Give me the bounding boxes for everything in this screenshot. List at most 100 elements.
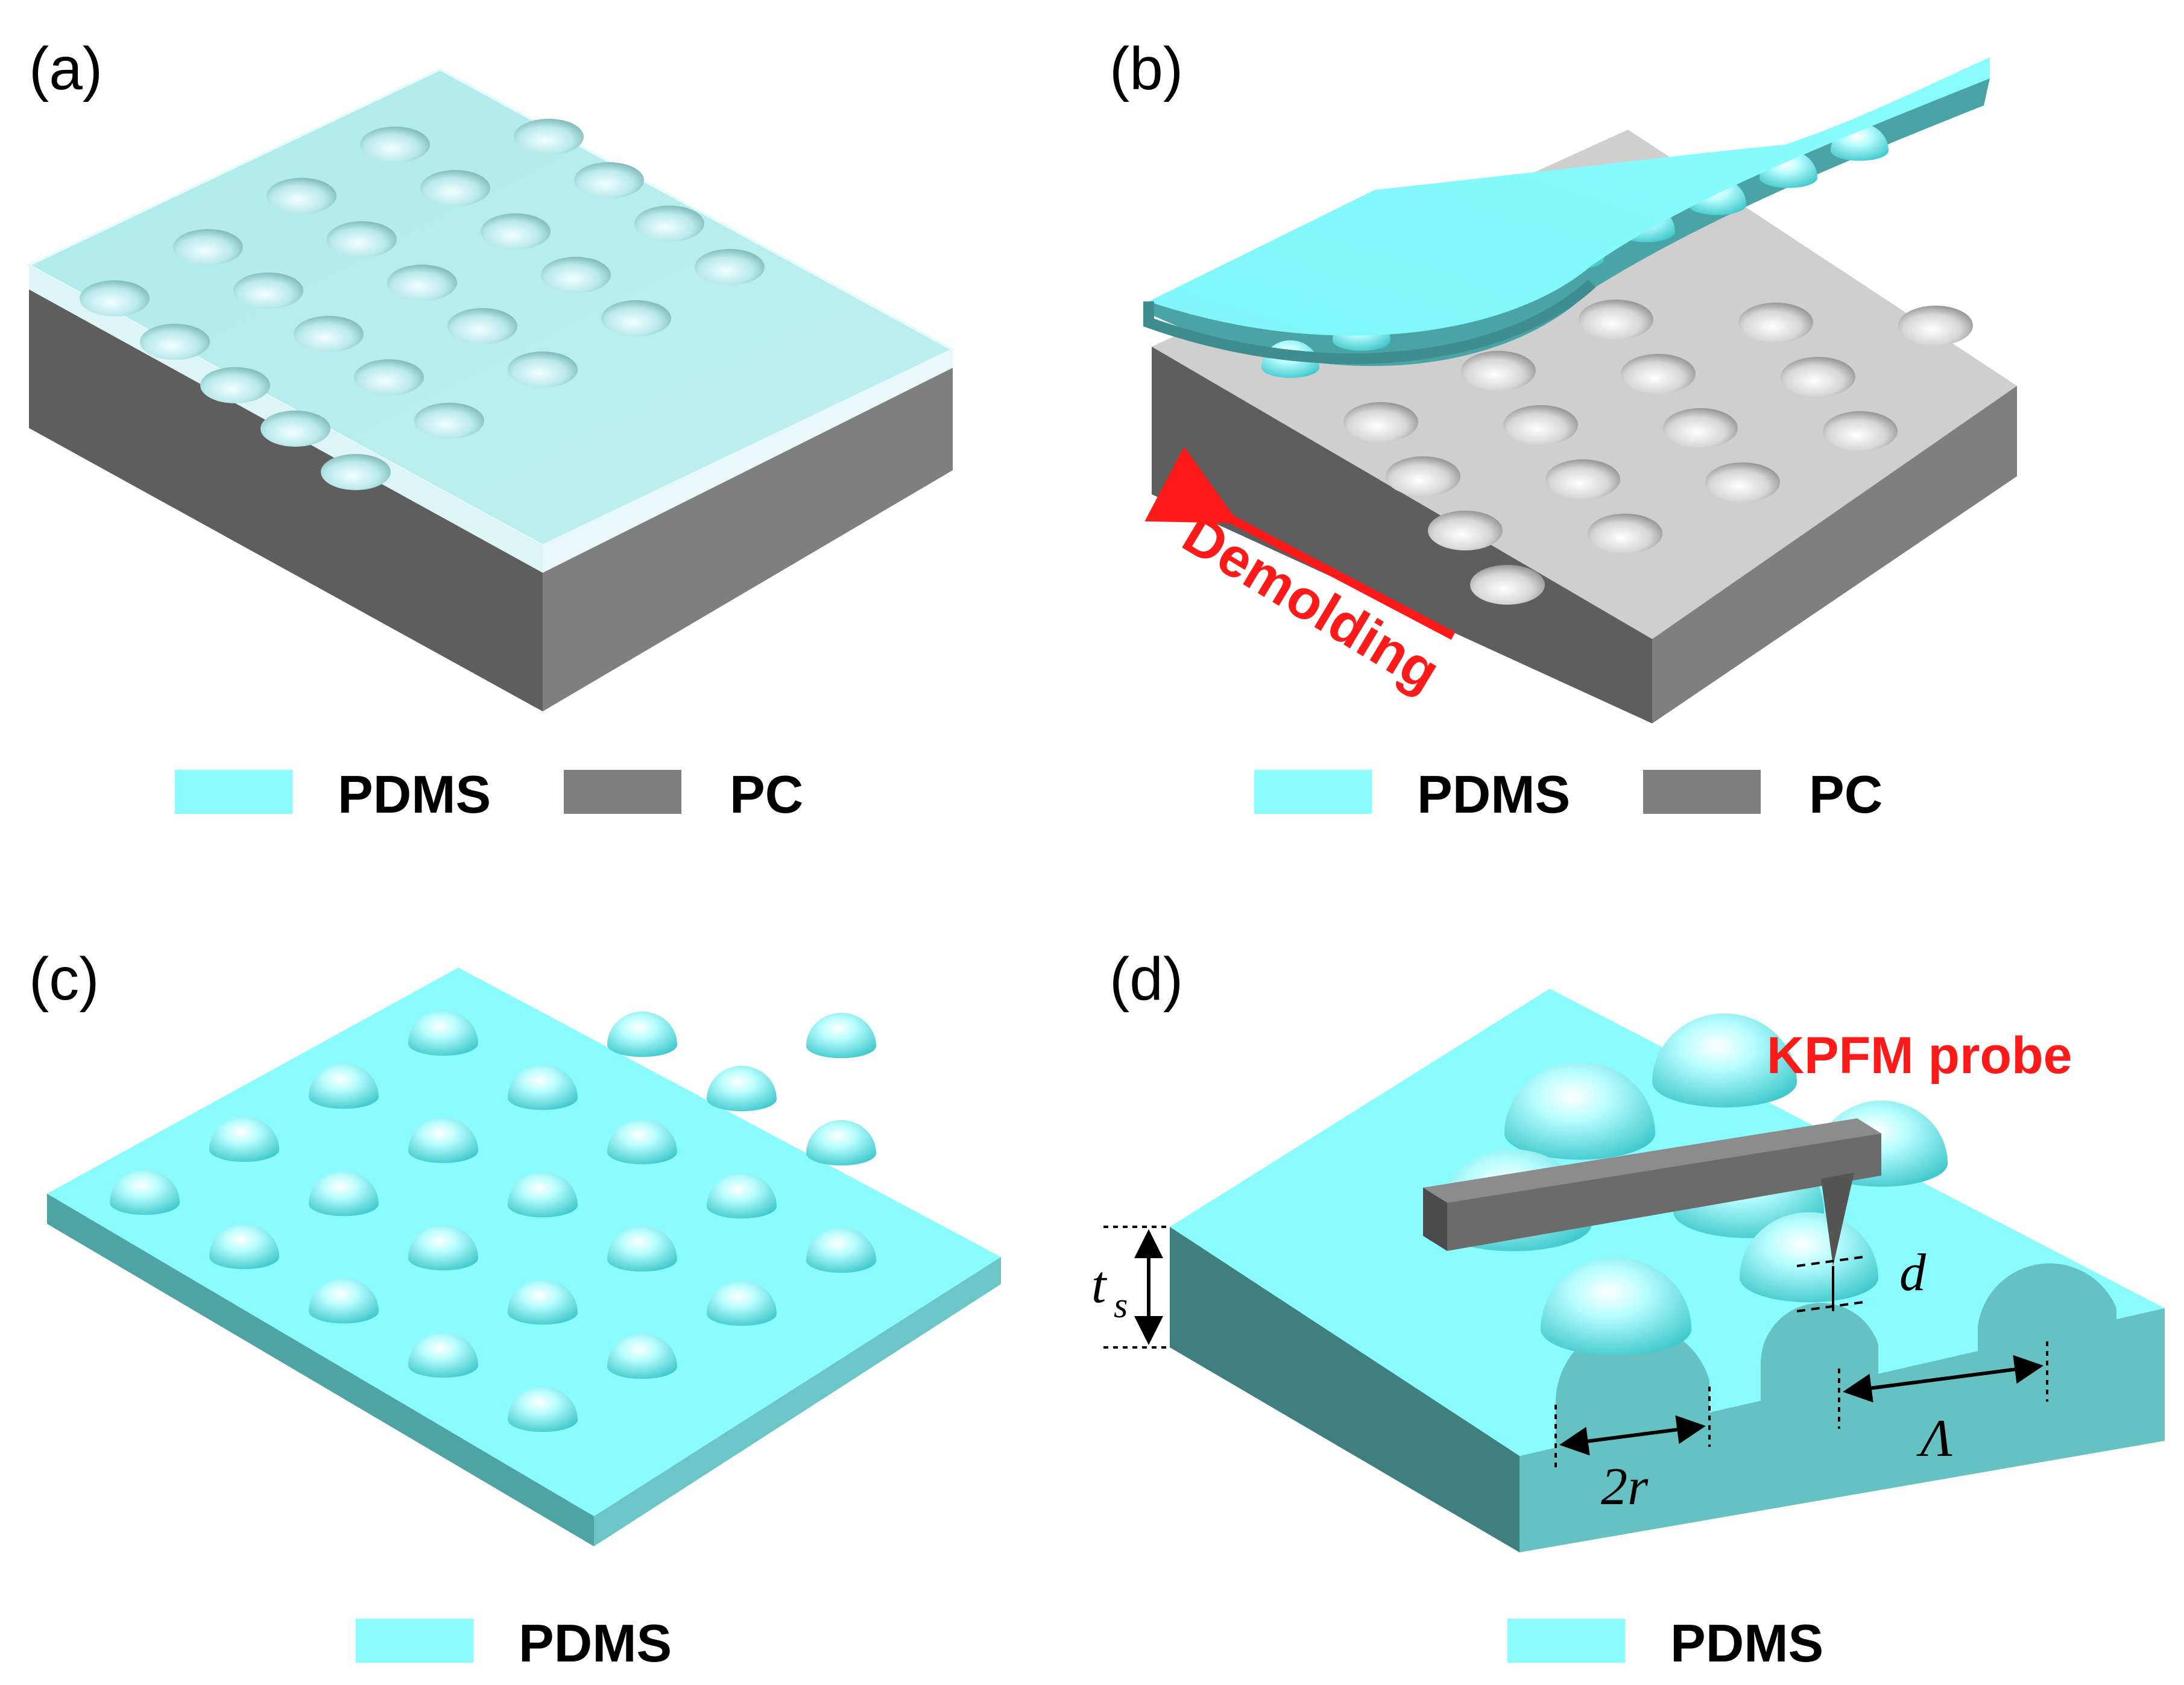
pc-block-left-face xyxy=(1152,347,1652,723)
panel-b: (b) Demolding PDMS PC xyxy=(1109,35,2017,824)
dome xyxy=(309,1170,379,1217)
dome xyxy=(806,1012,876,1059)
dimple xyxy=(1386,456,1460,496)
dimple xyxy=(387,265,457,301)
dimple xyxy=(1823,411,1898,451)
pc-block-right-face xyxy=(543,368,953,711)
dimple xyxy=(1781,357,1855,397)
legend-swatch-pc-a xyxy=(564,770,681,814)
panel-d: (d) KPFM probe t s d 2r Λ xyxy=(1091,945,2165,1673)
cantilever-front xyxy=(1447,1133,1881,1251)
dome xyxy=(408,1224,478,1271)
dome xyxy=(607,1011,677,1057)
dimple xyxy=(260,411,330,447)
dimple xyxy=(354,359,424,395)
legend-swatch-pc-b xyxy=(1643,770,1761,814)
legend-label-pdms-c: PDMS xyxy=(519,1613,672,1673)
pdms-slab-right-face xyxy=(594,1257,1001,1546)
dome xyxy=(607,1118,677,1165)
dimple xyxy=(1588,514,1662,553)
legend-label-pc-a: PC xyxy=(730,764,803,824)
dome xyxy=(1504,1062,1655,1160)
dimple xyxy=(200,367,270,403)
dimple xyxy=(541,257,611,293)
dome xyxy=(1541,1258,1691,1356)
dimple xyxy=(1470,565,1545,605)
pdms-film-underside xyxy=(1149,78,1990,367)
dome xyxy=(508,1386,578,1432)
cantilever-top xyxy=(1423,1118,1881,1203)
dimple xyxy=(294,316,364,352)
period-dim-arrow xyxy=(1843,1355,2044,1403)
legend-swatch-pdms-a xyxy=(175,770,292,814)
pdms-slab-top xyxy=(47,968,1001,1516)
dome xyxy=(209,1223,279,1270)
dome xyxy=(408,1332,478,1378)
pc-block-left-face xyxy=(29,289,543,711)
dimple xyxy=(173,229,243,265)
thickness-symbol: t xyxy=(1091,1256,1108,1314)
legend-swatch-pdms-c xyxy=(356,1619,473,1663)
dimple xyxy=(634,206,704,242)
panel-a: (a) PDMS PC xyxy=(26,35,956,824)
dimple xyxy=(1428,511,1503,550)
panel-d-label: (d) xyxy=(1109,945,1183,1013)
legend-label-pdms-a: PDMS xyxy=(338,764,491,824)
dimple xyxy=(508,351,578,388)
pdms-film-top xyxy=(1149,57,1990,336)
kpfm-probe-label: KPFM probe xyxy=(1767,1027,2072,1085)
dome xyxy=(1652,1013,1797,1107)
dimple xyxy=(1738,303,1813,342)
panel-c: (c) PDMS xyxy=(29,945,1001,1673)
dome xyxy=(607,1226,677,1272)
cantilever-side xyxy=(1423,1188,1447,1251)
dimple xyxy=(233,272,303,309)
dimple xyxy=(1545,459,1620,499)
dimple xyxy=(481,213,551,250)
legend-label-pdms-d: PDMS xyxy=(1670,1613,1823,1673)
dome xyxy=(607,1333,677,1379)
dimple xyxy=(1461,351,1536,391)
dimple-array-b xyxy=(1343,300,1973,605)
dome xyxy=(309,1063,379,1109)
depth-dim-top xyxy=(1796,1256,1864,1267)
legend-swatch-pdms-b xyxy=(1254,770,1372,814)
dimple-array-a xyxy=(80,119,765,490)
period-symbol: Λ xyxy=(1916,1409,1952,1468)
dome xyxy=(110,1169,180,1215)
dome xyxy=(1740,1212,1878,1303)
dome xyxy=(408,1117,478,1164)
depth-symbol: d xyxy=(1899,1244,1927,1302)
dome xyxy=(707,1280,777,1326)
demolding-arrow xyxy=(1144,446,1456,640)
dome xyxy=(309,1277,379,1324)
dome xyxy=(508,1279,578,1325)
dome xyxy=(707,1065,777,1112)
legend-label-pdms-b: PDMS xyxy=(1417,764,1570,824)
dome xyxy=(508,1064,578,1110)
pdms-cover-side-right xyxy=(543,350,953,573)
dimple xyxy=(360,127,430,163)
dimple xyxy=(267,178,336,214)
dimple xyxy=(1621,354,1696,394)
panel-c-label: (c) xyxy=(29,945,99,1013)
legend-swatch-pdms-d xyxy=(1507,1619,1625,1663)
dimple xyxy=(321,454,391,490)
dimple xyxy=(80,280,150,317)
thickness-subscript: s xyxy=(1114,1285,1128,1325)
diameter-dim-arrow xyxy=(1559,1415,1706,1456)
dimple xyxy=(447,308,517,344)
diameter-symbol: 2r xyxy=(1601,1458,1649,1516)
depth-dim-bottom xyxy=(1796,1301,1864,1312)
dimple xyxy=(574,162,644,198)
panel-a-label: (a) xyxy=(29,35,103,102)
dimple xyxy=(514,119,584,155)
pdms-slab-left-face xyxy=(47,1194,594,1546)
dome xyxy=(806,1227,876,1273)
probe-tip xyxy=(1821,1173,1854,1266)
dimple xyxy=(601,300,671,336)
dome xyxy=(806,1120,876,1166)
dimple xyxy=(1343,402,1418,442)
dome xyxy=(408,1010,478,1056)
